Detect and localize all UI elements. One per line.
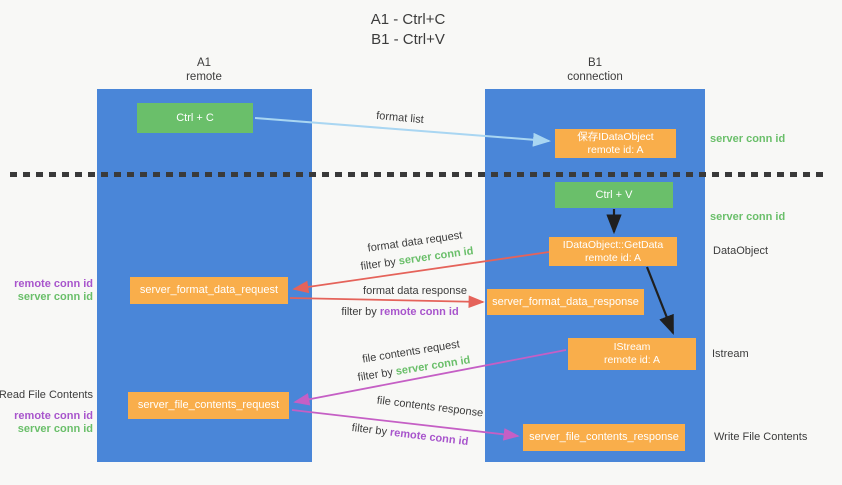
filter-by-text: filter by	[351, 421, 388, 439]
getdata-line1: IDataObject::GetData	[562, 238, 664, 251]
save-idataobject-line1: 保存IDataObject	[577, 130, 654, 143]
getdata-line2: remote id: A	[584, 251, 642, 264]
title-line-1: A1 - Ctrl+C	[370, 11, 446, 28]
format-data-response-arrow	[289, 295, 485, 309]
remote-conn-id-text: remote conn id	[379, 306, 459, 318]
istream-side-label: Istream	[712, 348, 749, 360]
right-server-conn-id-label-2: server conn id	[710, 211, 786, 223]
session-divider-dotted-line	[10, 172, 824, 177]
format-list-label: format list	[375, 109, 425, 127]
left-remote-conn-id-label-1: remote conn id	[14, 278, 93, 290]
left-server-conn-id-label-1: server conn id	[17, 291, 93, 303]
title-line-2: B1 - Ctrl+V	[371, 31, 445, 48]
remote-conn-id-text: remote conn id	[389, 426, 469, 449]
istream-line1: IStream	[613, 341, 651, 353]
server-file-contents-response-node: server_file_contents_response	[523, 424, 685, 451]
istream-line2: remote id: A	[603, 354, 661, 366]
lane-b1-subtitle: connection	[567, 71, 623, 83]
filter-by-text: filter by	[359, 256, 397, 273]
getdata-node: IDataObject::GetData remote id: A	[549, 237, 677, 266]
filter-by-remote-conn-id-label-1: filter by remote conn id	[341, 306, 458, 318]
format-data-response-label: format data response	[363, 285, 467, 297]
istream-node: IStream remote id: A	[568, 338, 696, 370]
read-file-contents-label: Read File Contents	[0, 389, 93, 401]
server-file-contents-request-label: server_file_contents_request	[137, 399, 280, 411]
server-format-data-response-label: server_format_data_response	[492, 295, 639, 308]
write-file-contents-label: Write File Contents	[714, 431, 808, 443]
server-format-data-request-node: server_format_data_request	[130, 277, 288, 304]
server-format-data-request-label: server_format_data_request	[139, 284, 279, 296]
save-idataobject-line2: remote id: A	[587, 143, 644, 156]
ctrl-c-node: Ctrl + C	[137, 103, 253, 133]
lane-header-a1: A1 remote	[186, 56, 222, 84]
dataobject-label: DataObject	[713, 245, 769, 257]
ctrl-v-label: Ctrl + V	[595, 188, 633, 201]
server-format-data-response-node: server_format_data_response	[487, 289, 644, 315]
filter-by-text: filter by	[341, 306, 377, 318]
lane-a1-subtitle: remote	[186, 71, 222, 83]
server-file-contents-request-node: server_file_contents_request	[128, 392, 289, 419]
lane-a1-id: A1	[196, 57, 212, 69]
filter-by-remote-conn-id-label-2: filter by remote conn id	[351, 422, 469, 448]
diagram-title: A1 - Ctrl+C B1 - Ctrl+V	[371, 10, 446, 50]
left-server-conn-id-label-2: server conn id	[17, 423, 93, 435]
server-file-contents-response-label: server_file_contents_response	[529, 431, 679, 443]
lane-b1-id: B1	[587, 57, 603, 69]
file-contents-response-label: file contents response	[376, 394, 484, 420]
left-remote-conn-id-label-2: remote conn id	[14, 410, 93, 422]
ctrl-v-node: Ctrl + V	[555, 182, 673, 208]
filter-by-text: filter by	[356, 366, 394, 384]
save-idataobject-node: 保存IDataObject remote id: A	[555, 129, 676, 158]
lane-header-b1: B1 connection	[567, 56, 623, 84]
ctrl-c-label: Ctrl + C	[176, 111, 214, 124]
right-server-conn-id-label-1: server conn id	[710, 133, 786, 145]
